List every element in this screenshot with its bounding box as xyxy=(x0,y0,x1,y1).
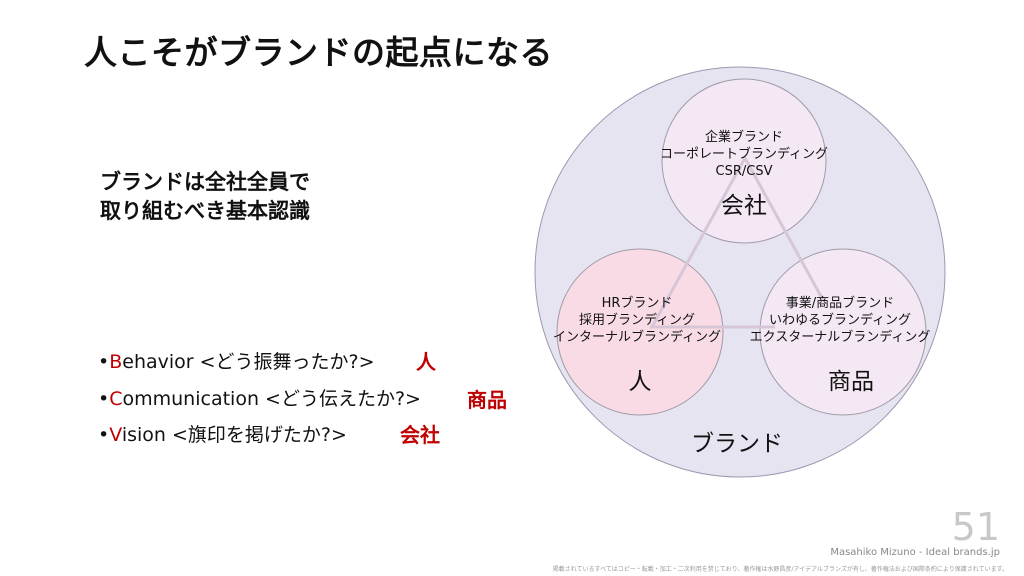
company-description: 企業ブランド コーポレートブランディング CSR/CSV xyxy=(660,129,828,180)
company-line: CSR/CSV xyxy=(715,164,773,179)
bullet-tag-company: 会社 xyxy=(400,423,440,447)
bullet-text: ehavior <どう振舞ったか?> xyxy=(122,351,375,373)
people-line: 採用ブランディング xyxy=(578,313,696,328)
product-line: エクスターナルブランディング xyxy=(749,330,931,345)
company-line: 企業ブランド xyxy=(704,130,783,145)
product-description: 事業/商品ブランド いわゆるブランディング エクスターナルブランディング xyxy=(750,295,931,346)
product-circle xyxy=(759,248,927,416)
subtitle-line-2: 取り組むべき基本認識 xyxy=(100,199,310,223)
bullet-initial: C xyxy=(109,388,123,410)
bullet-tag-people: 人 xyxy=(416,350,436,374)
brand-label: ブランド xyxy=(691,431,783,457)
bullet-initial: B xyxy=(109,351,123,373)
bullet-text: ommunication <どう伝えたか?> xyxy=(122,388,421,410)
subtitle-line-1: ブランドは全社全員で xyxy=(100,170,310,194)
slide-title: 人こそがブランドの起点になる xyxy=(84,33,553,72)
product-line: いわゆるブランディング xyxy=(768,313,912,328)
copyright-notice: 掲載されているすべてはコピー・転載・加工・二次利用を禁じており、著作権は水野昌彦… xyxy=(552,566,1008,573)
bullet-communication: •Communication <どう伝えたか?> xyxy=(98,388,421,410)
bullet-initial: V xyxy=(109,424,122,446)
people-label: 人 xyxy=(628,369,652,395)
author-credit: Masahiko Mizuno - Ideal brands.jp xyxy=(830,547,1000,558)
slide-subtitle: ブランドは全社全員で 取り組むべき基本認識 xyxy=(100,168,310,226)
company-label: 会社 xyxy=(721,193,767,219)
page-number: 51 xyxy=(951,505,1000,549)
bullet-text: ision <旗印を掲げたか?> xyxy=(121,424,347,446)
bullet-behavior: •Behavior <どう振舞ったか?> xyxy=(98,351,375,373)
triangle-connector xyxy=(650,154,825,328)
bullet-vision: •Vision <旗印を掲げたか?> xyxy=(98,424,347,446)
company-line: コーポレートブランディング xyxy=(659,147,829,162)
people-description: HRブランド 採用ブランディング インターナルブランディング xyxy=(553,295,721,346)
people-circle xyxy=(556,248,724,416)
product-line: 事業/商品ブランド xyxy=(785,296,895,311)
people-line: HRブランド xyxy=(601,296,673,311)
bullet-tag-product: 商品 xyxy=(467,388,507,412)
product-label: 商品 xyxy=(828,369,874,395)
people-line: インターナルブランディング xyxy=(552,330,722,345)
